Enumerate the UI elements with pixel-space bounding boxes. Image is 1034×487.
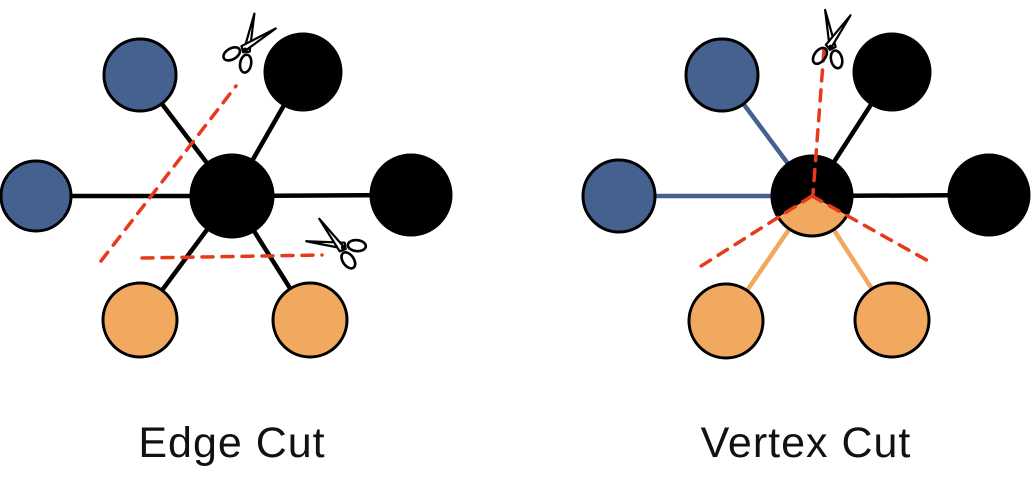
cut-line [140,253,324,260]
nodes [0,32,453,359]
node-top-right-black [854,34,930,110]
node-bottom-left-orange [103,283,177,357]
node-outline [947,153,1031,237]
vertex-cut-label: Vertex Cut [701,419,912,467]
node-left-blue [583,160,655,232]
node-outline [263,32,343,112]
node-left-blue [1,161,71,231]
node-outline [0,159,73,233]
center-node [191,155,273,237]
node-bottom-right-orange [273,283,347,357]
node-right-black [949,155,1029,235]
edge-cut-diagram [0,9,453,359]
cut-line [696,194,814,270]
node-top-left-blue [104,39,176,111]
nodes [581,32,1031,360]
node-outline [189,153,275,239]
cut-line [811,48,826,196]
node-outline [853,281,931,359]
node-outline [581,158,657,234]
cut-line [99,84,238,263]
node-outline [271,281,349,359]
vertex-cut-diagram [581,7,1031,360]
node-bottom-right-orange [855,283,929,357]
cut-lines [99,84,324,263]
node-outline [369,153,453,237]
node-top-left-blue [686,39,758,111]
cut-line [810,194,932,264]
node-outline [684,37,760,113]
node-outline [770,154,854,238]
node-bottom-left-orange [689,284,763,358]
node-outline [101,281,179,359]
edge-cut-label: Edge Cut [138,419,325,467]
node-outline [852,32,932,112]
node-top-right-black [265,34,341,110]
node-outline [102,37,178,113]
node-outline [687,282,765,360]
node-right-black [371,155,451,235]
scissors-icon [302,213,372,275]
scissors-icon [807,7,857,73]
cut-lines [696,48,932,270]
